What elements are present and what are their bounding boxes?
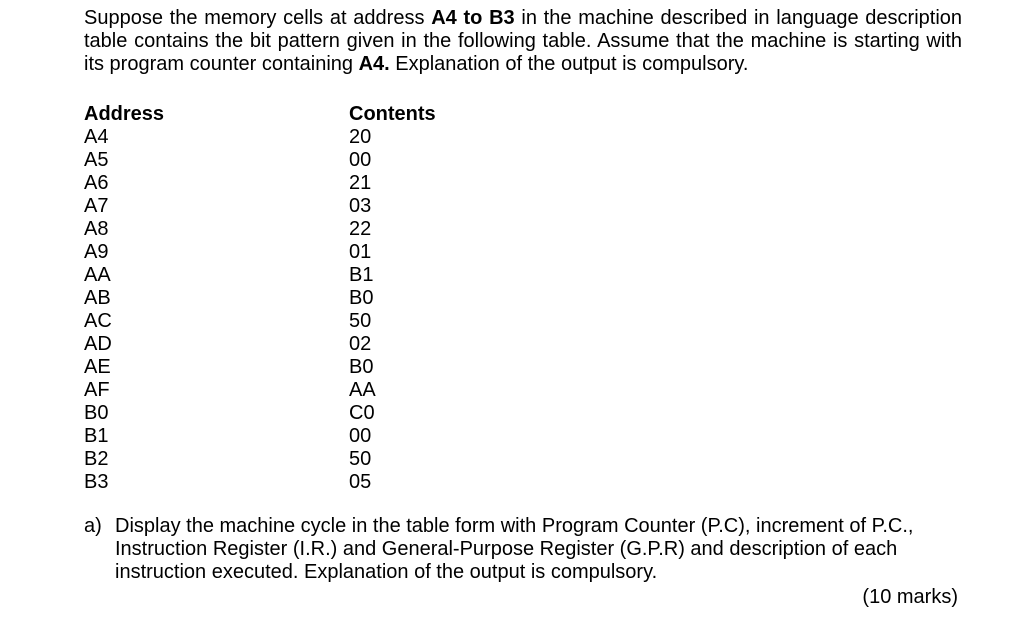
table-row: AF AA: [84, 379, 436, 402]
contents-cell: 01: [349, 241, 372, 263]
contents-cell: 05: [349, 471, 372, 493]
question-a-marker: a): [84, 515, 102, 537]
address-cell: A9: [84, 241, 109, 263]
table-row: A7 03: [84, 195, 436, 218]
table-row: A4 20: [84, 126, 436, 149]
intro-text-2: in the machine described in language des…: [84, 7, 963, 75]
marks-label: (10 marks): [862, 586, 958, 608]
address-cell: AF: [84, 379, 110, 401]
address-cell: AC: [84, 310, 112, 332]
table-row: AA B1: [84, 264, 436, 287]
address-cell: B2: [84, 448, 109, 470]
contents-cell: 22: [349, 218, 372, 240]
contents-cell: B0: [349, 356, 374, 378]
intro-text-1: Suppose the memory cells at address: [84, 7, 432, 29]
table-row: AD 02: [84, 333, 436, 356]
address-cell: AA: [84, 264, 111, 286]
contents-cell: 03: [349, 195, 372, 217]
question-a-text: Display the machine cycle in the table f…: [115, 515, 914, 583]
contents-cell: 50: [349, 448, 372, 470]
table-row: A6 21: [84, 172, 436, 195]
table-row: B1 00: [84, 425, 436, 448]
intro-text-3: Explanation of the output is compulsory.: [389, 53, 749, 75]
address-cell: A4: [84, 126, 109, 148]
question-a: a) Display the machine cycle in the tabl…: [84, 515, 965, 584]
table-row: B0 C0: [84, 402, 436, 425]
contents-cell: 20: [349, 126, 372, 148]
contents-cell: 00: [349, 425, 372, 447]
address-cell: B1: [84, 425, 109, 447]
table-row: A8 22: [84, 218, 436, 241]
table-row: B3 05: [84, 471, 436, 494]
address-cell: A6: [84, 172, 109, 194]
contents-cell: 02: [349, 333, 372, 355]
contents-cell: AA: [349, 379, 376, 401]
address-column-header: Address: [84, 103, 165, 125]
address-cell: AB: [84, 287, 111, 309]
memory-table-header-row: Address Contents: [84, 103, 436, 126]
contents-cell: C0: [349, 402, 375, 424]
intro-bold-address-range: A4 to B3: [431, 7, 515, 29]
intro-paragraph: Suppose the memory cells at address A4 t…: [84, 7, 962, 76]
address-cell: AE: [84, 356, 111, 378]
table-row: A9 01: [84, 241, 436, 264]
address-cell: B3: [84, 471, 109, 493]
intro-bold-start-address: A4.: [358, 53, 390, 75]
address-cell: A7: [84, 195, 109, 217]
contents-column-header: Contents: [349, 103, 436, 125]
address-cell: A5: [84, 149, 109, 171]
table-row: AE B0: [84, 356, 436, 379]
contents-cell: B1: [349, 264, 374, 286]
contents-cell: 21: [349, 172, 372, 194]
table-row: AB B0: [84, 287, 436, 310]
contents-cell: B0: [349, 287, 374, 309]
address-cell: B0: [84, 402, 109, 424]
table-row: AC 50: [84, 310, 436, 333]
table-row: B2 50: [84, 448, 436, 471]
contents-cell: 50: [349, 310, 372, 332]
address-cell: A8: [84, 218, 109, 240]
table-row: A5 00: [84, 149, 436, 172]
address-cell: AD: [84, 333, 112, 355]
contents-cell: 00: [349, 149, 372, 171]
